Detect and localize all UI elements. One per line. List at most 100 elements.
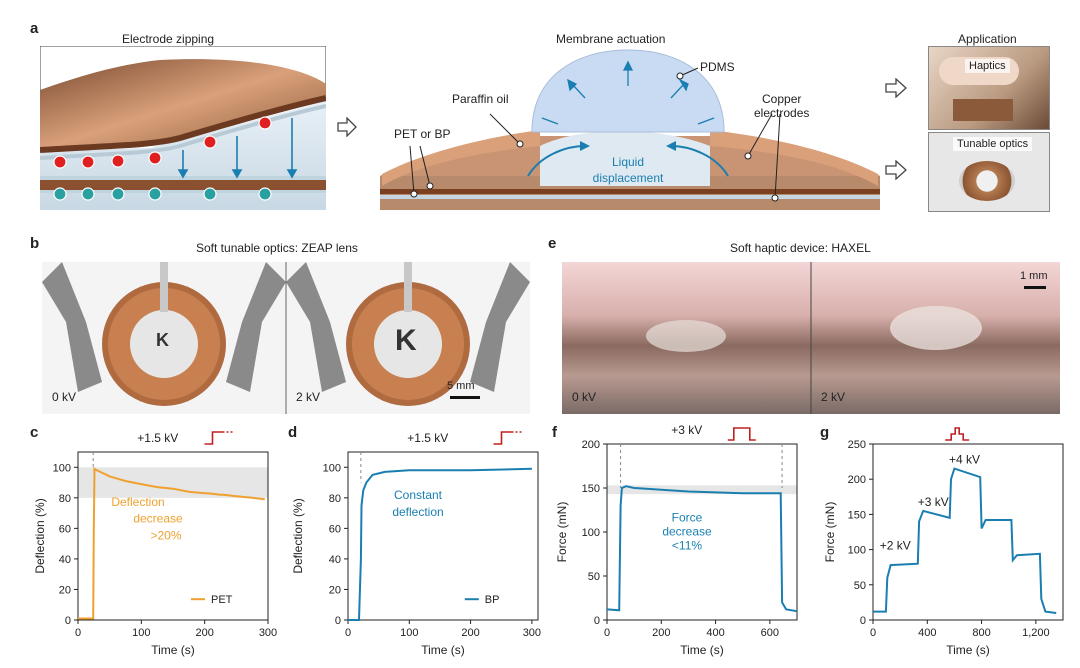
panel-label-d: d [288,424,298,441]
panel-label-f: f [552,424,557,441]
series-line [78,467,265,620]
y-axis-label: Force (mN) [823,502,837,563]
annotation-line: deflection [392,505,443,519]
annotation-line: Force [672,510,703,524]
annotation-line: Constant [394,488,443,502]
lens-letter-right: K [395,324,417,357]
x-tick-label: 300 [259,627,277,639]
y-tick-label: 0 [65,615,71,627]
haxel-drawing [562,262,1060,414]
x-axis-label: Time (s) [151,643,195,657]
y-tick-label: 80 [59,493,71,505]
y-tick-label: 20 [59,584,71,596]
x-tick-label: 800 [972,627,990,639]
step-label: +3 kV [918,495,949,509]
plot-frame [872,443,1064,621]
y-tick-label: 100 [848,545,866,557]
y-axis-label: Force (mN) [555,502,569,563]
y-tick-label: 0 [335,615,341,627]
y-tick-label: 40 [329,554,341,566]
panel-b-title: Soft tunable optics: ZEAP lens [196,241,358,255]
x-tick-label: 600 [761,627,779,639]
shaded-band [78,467,268,498]
x-tick-label: 200 [195,627,213,639]
app-haptics-label: Haptics [965,59,1010,73]
plot-frame [77,451,269,621]
label-copper-line-1: Copper [762,92,802,106]
chart-title: +3 kV [671,424,702,437]
y-tick-label: 60 [329,523,341,535]
voltage-pulse-icon [727,427,756,441]
x-tick-label: 0 [870,627,876,639]
shaded-band [607,485,797,495]
x-tick-label: 1,200 [1022,627,1050,639]
label-pdms: PDMS [700,60,735,74]
plot-frame [347,451,539,621]
tunable-optics-photo: Tunable optics [928,132,1050,212]
step-label: +4 kV [949,453,980,467]
y-tick-label: 40 [59,554,71,566]
y-tick-label: 100 [53,462,71,474]
label-copper: Copper electrodes [754,92,809,120]
y-tick-label: 60 [59,523,71,535]
x-axis-label: Time (s) [946,643,990,657]
annotation-line: Deflection [111,495,164,509]
y-tick-label: 250 [848,439,866,451]
y-tick-label: 150 [582,483,600,495]
liquid-label-2: displacement [593,171,664,185]
panel-label-g: g [820,424,830,441]
panel-e-title: Soft haptic device: HAXEL [730,241,871,255]
y-tick-label: 200 [848,474,866,486]
label-paraffin: Paraffin oil [452,92,509,106]
panel-b-right-voltage: 2 kV [296,390,321,404]
y-axis-label: Deflection (%) [291,498,305,573]
y-tick-label: 100 [323,462,341,474]
arrow-right-icon [885,78,907,98]
haxel-photos: 0 kV 2 kV 1 mm [562,262,1060,414]
y-tick-label: 50 [588,571,600,583]
panel-a-mid-title: Membrane actuation [556,32,666,46]
x-tick-label: 100 [132,627,150,639]
label-pet-bp: PET or BP [394,127,451,141]
membrane-actuation-illustration: Liquid displacement [380,49,880,210]
voltage-pulse-icon [493,431,514,445]
panel-b-left-voltage: 0 kV [52,390,77,404]
panel-a-right-title: Application [958,32,1017,46]
x-axis-label: Time (s) [680,643,724,657]
lens-letter-left: K [156,330,169,350]
legend-label: PET [211,594,233,606]
haptics-photo: Haptics [928,46,1050,130]
panel-label-c: c [30,424,39,441]
panel-a-left-title: Electrode zipping [122,32,215,46]
panel-b-scale-label: 5 mm [447,380,475,392]
arrow-right-icon [885,160,907,180]
voltage-pulse-icon [204,431,225,445]
series-line [606,485,798,613]
chart-title: +1.5 kV [407,431,448,445]
series-line [873,467,1057,614]
y-tick-label: 0 [860,615,866,627]
x-axis-label: Time (s) [421,643,465,657]
lens-left [42,262,286,414]
series-line [348,467,532,621]
x-tick-label: 0 [345,627,351,639]
x-tick-label: 300 [523,627,541,639]
arrow-right-icon [337,117,357,137]
annotation-line: decrease [133,512,183,526]
panel-e-scale-label: 1 mm [1020,270,1048,282]
app-optics-label: Tunable optics [953,137,1033,151]
annotation-line: decrease [662,525,712,539]
x-tick-label: 400 [918,627,936,639]
y-tick-label: 50 [854,580,866,592]
panel-e-left-voltage: 0 kV [572,390,597,404]
y-tick-label: 20 [329,584,341,596]
y-tick-label: 0 [594,615,600,627]
label-copper-line-2: electrodes [754,106,810,120]
chart-title: +1.5 kV [137,431,178,445]
x-tick-label: 0 [604,627,610,639]
lens-right [286,262,530,414]
x-tick-label: 400 [706,627,724,639]
